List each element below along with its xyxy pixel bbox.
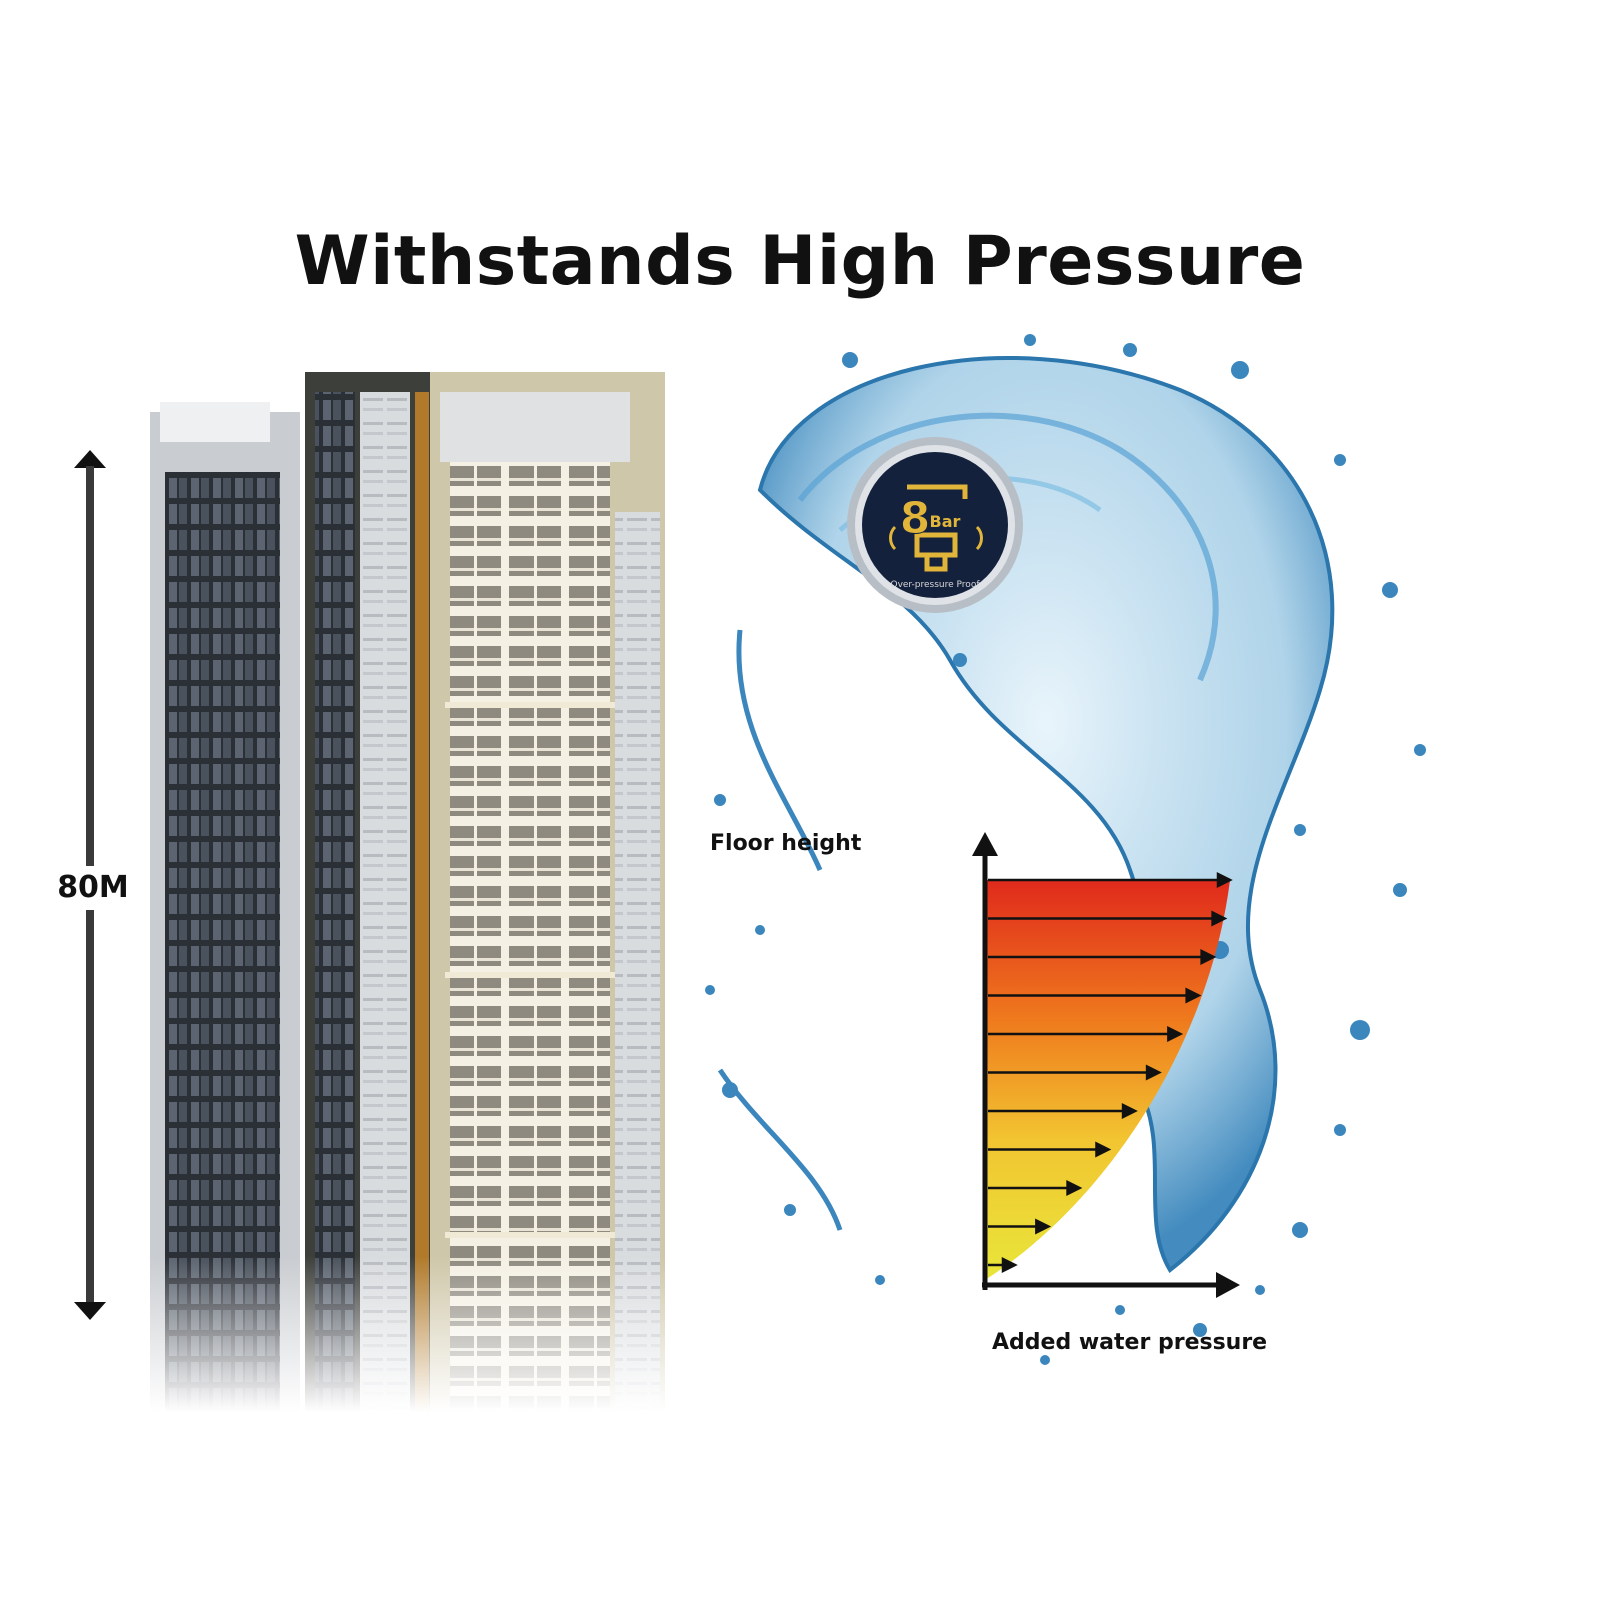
pressure-gradient-area — [985, 880, 1230, 1280]
pressure-diagram — [972, 832, 1240, 1298]
pressure-arrowhead-icon — [1035, 1218, 1052, 1235]
pressure-arrowhead-icon — [1001, 1256, 1018, 1274]
up-arrowhead-icon — [74, 450, 106, 468]
high-rise-building-illustration — [145, 372, 685, 1412]
pressure-arrowhead-icon — [1185, 987, 1202, 1004]
pressure-arrowhead-icon — [1211, 910, 1228, 927]
headline: Withstands High Pressure — [294, 222, 1306, 301]
x-axis-label: Added water pressure — [992, 1330, 1268, 1355]
x-axis-arrowhead-icon — [1216, 1272, 1240, 1298]
y-axis-label: Floor height — [710, 831, 862, 856]
building-height-label: 80M — [57, 870, 129, 905]
badge-number: 8 — [900, 493, 931, 544]
badge-unit: Bar — [930, 512, 961, 531]
pressure-arrowhead-icon — [1066, 1179, 1083, 1197]
8-bar-pressure-badge: 8 Bar Over-pressure Proof — [847, 437, 1023, 613]
pressure-arrowhead-icon — [1216, 871, 1233, 889]
pressure-arrowhead-icon — [1167, 1025, 1184, 1043]
pressure-arrowhead-icon — [1095, 1141, 1112, 1158]
pressure-arrowhead-icon — [1121, 1102, 1138, 1120]
y-axis-arrowhead-icon — [972, 832, 998, 856]
down-arrowhead-icon — [74, 1302, 106, 1320]
pressure-arrowhead-icon — [1200, 948, 1217, 966]
badge-caption: Over-pressure Proof — [890, 580, 980, 590]
faucet-icon — [889, 484, 983, 572]
pressure-arrowhead-icon — [1145, 1064, 1162, 1081]
height-double-arrow — [74, 450, 106, 1320]
